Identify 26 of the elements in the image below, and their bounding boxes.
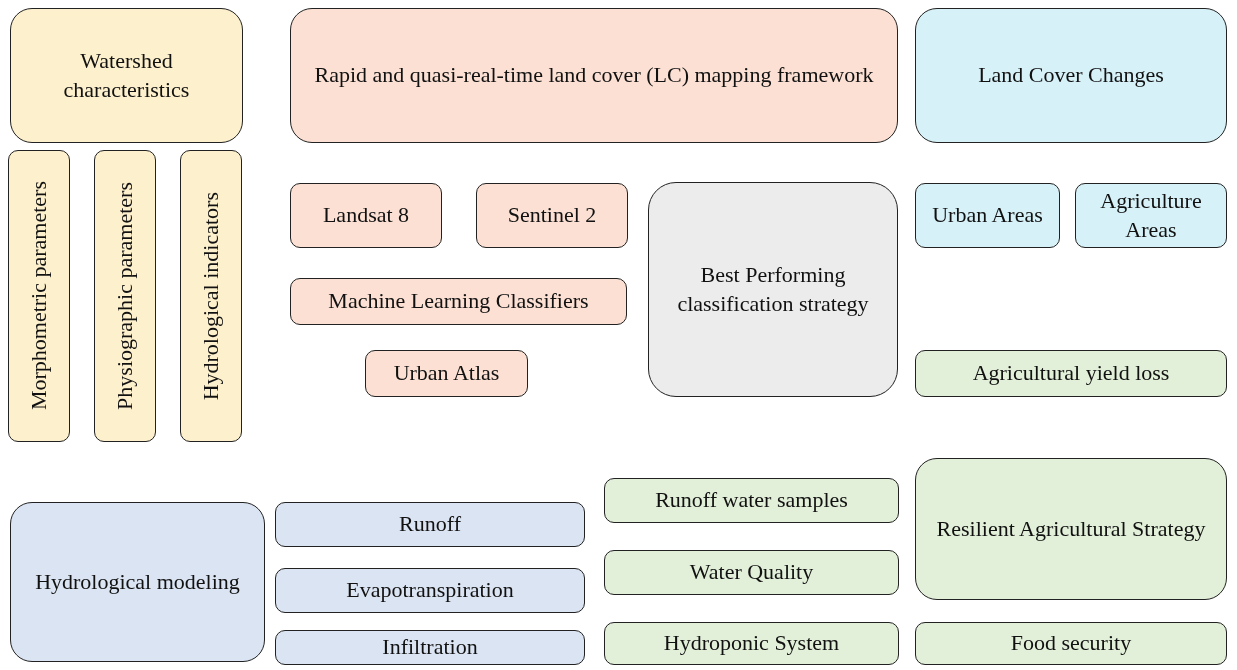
source-box: Urban Atlas	[365, 350, 528, 397]
impact-box: Agricultural yield loss	[915, 350, 1227, 397]
change-box: Urban Areas	[915, 183, 1060, 248]
method-box: Machine Learning Classifiers	[290, 278, 627, 325]
source-box: Sentinel 2	[476, 183, 628, 248]
parameter-box	[94, 150, 156, 442]
change-box: Agriculture Areas	[1075, 183, 1227, 248]
heading-box: Land Cover Changes	[915, 8, 1227, 143]
parameter-box	[8, 150, 70, 442]
item-box: Runoff water samples	[604, 478, 899, 523]
heading-box: Watershed characteristics	[10, 8, 243, 143]
item-box: Hydroponic System	[604, 622, 899, 665]
heading-box: Hydrological modeling	[10, 502, 265, 662]
item-box: Infiltration	[275, 630, 585, 665]
item-box: Evapotranspiration	[275, 568, 585, 613]
item-box: Food security	[915, 622, 1227, 665]
node-label: Morphometric parameters	[24, 181, 52, 411]
heading-box: Rapid and quasi-real-time land cover (LC) mapping framework	[290, 8, 898, 143]
item-box: Water Quality	[604, 550, 899, 595]
item-box: Runoff	[275, 502, 585, 547]
heading-box: Resilient Agricultural Strategy	[915, 458, 1227, 600]
node-label: Physiographic parameters	[110, 182, 138, 410]
indicator-box	[180, 150, 242, 442]
strategy-box: Best Performing classification strategy	[648, 182, 898, 397]
source-box: Landsat 8	[290, 183, 442, 248]
node-label: Hydrological indicators	[196, 191, 224, 401]
